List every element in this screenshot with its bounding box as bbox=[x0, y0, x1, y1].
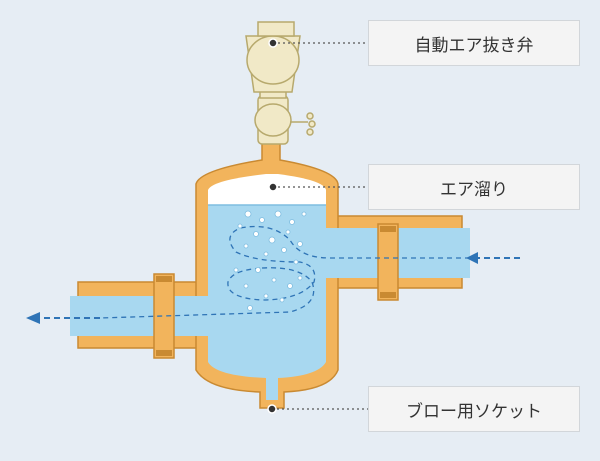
dashed-flow-arrow-icon bbox=[26, 312, 100, 324]
right-flange bbox=[377, 223, 399, 301]
dashed-flow-arrow-icon bbox=[466, 252, 520, 264]
air-vent-valve-label: 自動エア抜き弁 bbox=[368, 20, 580, 66]
blow-socket-label: ブロー用ソケット bbox=[368, 386, 580, 432]
air-bubbles bbox=[233, 210, 307, 311]
left-flange bbox=[153, 273, 175, 359]
leader-dot-icon bbox=[267, 38, 278, 414]
air-pocket-label: エア溜り bbox=[368, 164, 580, 210]
air-vent-valve-icon bbox=[245, 21, 316, 145]
swirl-flow bbox=[99, 225, 470, 319]
leader-lines bbox=[272, 42, 368, 410]
flanges bbox=[153, 223, 399, 359]
separator-interior bbox=[70, 174, 470, 400]
